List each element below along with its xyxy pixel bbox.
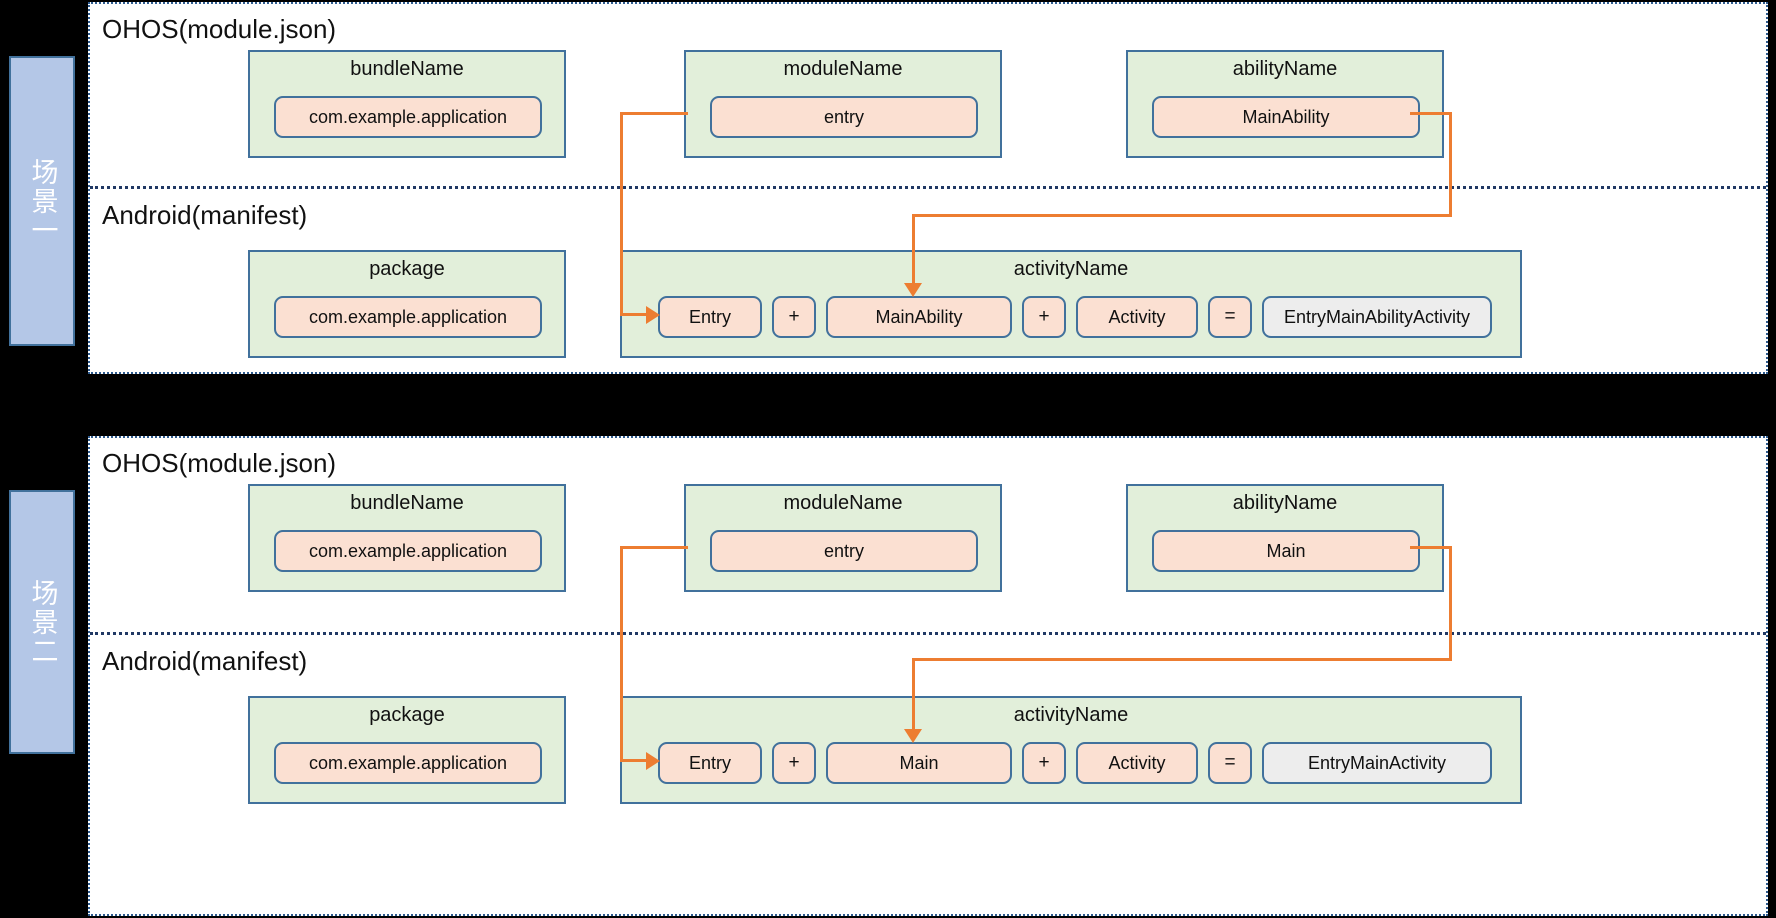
group-bundlename-two: bundleName com.example.application [248,484,566,592]
connector-module-to-entry-horizontal-two [620,546,688,549]
group-label-modulename-one: moduleName [783,58,903,80]
group-abilityname-one: abilityName MainAbility [1126,50,1444,158]
chip-activity-token-plus2-two: + [1022,742,1066,784]
arrowhead-module-to-entry-two [646,752,660,770]
chip-activity-result-one[interactable]: EntryMainAbilityActivity [1262,296,1492,338]
connector-module-to-entry-vertical-one [620,112,623,315]
chip-activity-token-ability-two[interactable]: Main [826,742,1012,784]
connector-ability-to-token-vertical-two [1449,546,1452,661]
chip-abilityname-value-one[interactable]: MainAbility [1152,96,1420,138]
chip-activity-token-plus1-two: + [772,742,816,784]
connector-module-to-entry-tail-one [620,313,652,316]
connector-module-to-entry-vertical-two [620,546,623,761]
chip-activity-token-entry-two[interactable]: Entry [658,742,762,784]
chip-package-value-one[interactable]: com.example.application [274,296,542,338]
connector-ability-to-token-drop-one [912,214,915,287]
group-label-abilityname-two: abilityName [1232,492,1338,514]
arrowhead-module-to-entry-one [646,306,660,324]
group-activityname-two: activityName Entry + Main + Activity = E… [620,696,1522,804]
group-bundlename-one: bundleName com.example.application [248,50,566,158]
panel-one-divider [90,186,1766,189]
group-label-activityname-two: activityName [1013,704,1129,726]
android-section-title-one: Android(manifest) [102,200,308,230]
chip-activity-token-plus1-one: + [772,296,816,338]
group-modulename-two: moduleName entry [684,484,1002,592]
chip-activity-token-plus2-one: + [1022,296,1066,338]
chip-abilityname-value-two[interactable]: Main [1152,530,1420,572]
connector-ability-to-token-vertical-one [1449,112,1452,217]
chip-activity-token-equals-one: = [1208,296,1252,338]
connector-ability-to-token-return-two [912,658,1452,661]
android-section-title-two: Android(manifest) [102,646,308,676]
ohos-section-title-two: OHOS(module.json) [102,448,337,478]
connector-ability-to-token-horizontal-two [1410,546,1452,549]
chip-activity-token-activity-one[interactable]: Activity [1076,296,1198,338]
group-package-one: package com.example.application [248,250,566,358]
group-label-package-two: package [369,704,445,726]
ohos-section-title-one: OHOS(module.json) [102,14,337,44]
connector-ability-to-token-drop-two [912,658,915,733]
chip-activity-token-activity-two[interactable]: Activity [1076,742,1198,784]
arrowhead-ability-to-token-two [904,729,922,743]
connector-module-to-entry-horizontal-one [620,112,688,115]
chip-modulename-value-one[interactable]: entry [710,96,978,138]
group-modulename-one: moduleName entry [684,50,1002,158]
chip-bundlename-value-two[interactable]: com.example.application [274,530,542,572]
chip-modulename-value-two[interactable]: entry [710,530,978,572]
scenario-two-panel: OHOS(module.json) bundleName com.example… [88,436,1768,916]
scenario-one-panel: OHOS(module.json) bundleName com.example… [88,2,1768,374]
arrowhead-ability-to-token-one [904,283,922,297]
group-activityname-one: activityName Entry + MainAbility + Activ… [620,250,1522,358]
group-label-package-one: package [369,258,445,280]
group-abilityname-two: abilityName Main [1126,484,1444,592]
scenario-tab-one[interactable]: 场景一 [9,56,75,346]
chip-package-value-two[interactable]: com.example.application [274,742,542,784]
chip-activity-token-equals-two: = [1208,742,1252,784]
chip-activity-token-ability-one[interactable]: MainAbility [826,296,1012,338]
group-label-abilityname-one: abilityName [1232,58,1338,80]
chip-activity-token-entry-one[interactable]: Entry [658,296,762,338]
panel-two-divider [90,632,1766,635]
group-package-two: package com.example.application [248,696,566,804]
connector-module-to-entry-tail-two [620,759,652,762]
group-label-bundlename-one: bundleName [350,58,464,80]
connector-ability-to-token-return-one [912,214,1452,217]
chip-activity-result-two[interactable]: EntryMainActivity [1262,742,1492,784]
connector-ability-to-token-horizontal-one [1410,112,1452,115]
group-label-bundlename-two: bundleName [350,492,464,514]
group-label-modulename-two: moduleName [783,492,903,514]
group-label-activityname-one: activityName [1013,258,1129,280]
scenario-tab-two[interactable]: 场景二 [9,490,75,754]
chip-bundlename-value-one[interactable]: com.example.application [274,96,542,138]
